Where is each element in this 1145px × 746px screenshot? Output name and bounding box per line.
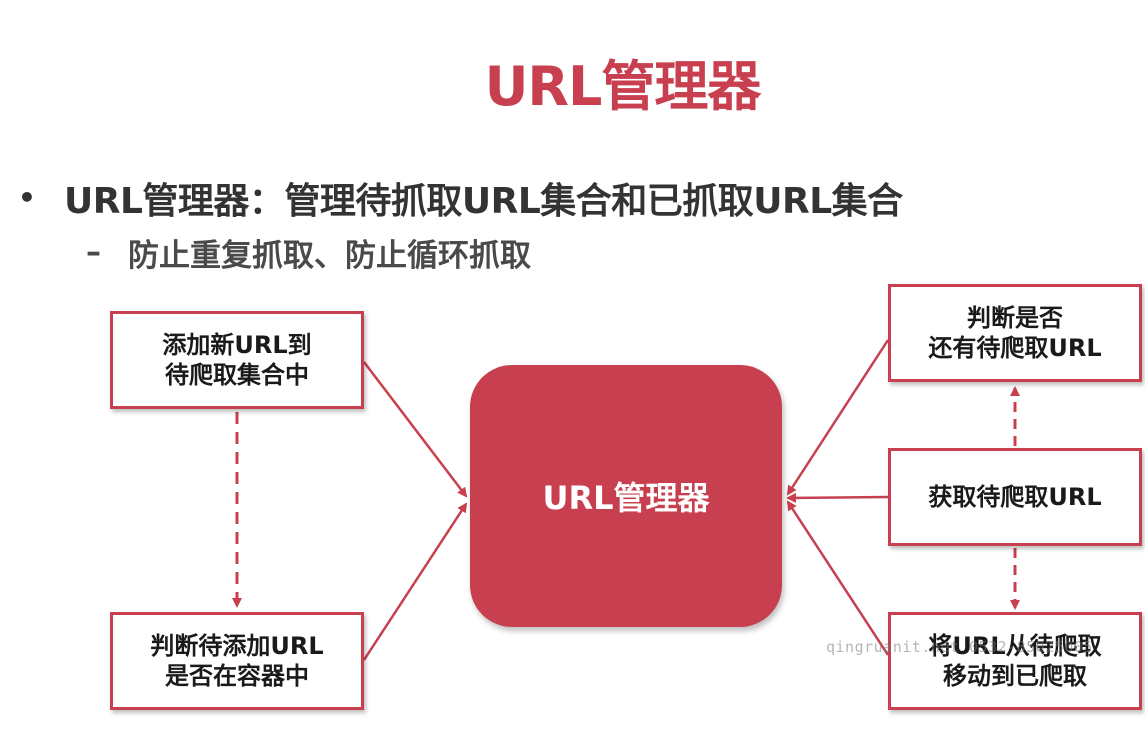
arrow-right-top-to-center <box>786 339 890 496</box>
bullet-item: • URL管理器：管理待抓取URL集合和已抓取URL集合 <box>18 172 903 224</box>
arrow-left-top-to-center <box>363 361 468 498</box>
box-line: 还有待爬取URL <box>928 334 1102 362</box>
box-line: 移动到已爬取 <box>943 662 1087 690</box>
box-line: 待爬取集合中 <box>165 361 309 389</box>
sub-bullet-item: – 防止重复抓取、防止循环抓取 <box>86 230 531 275</box>
arrow-right-middle-to-center <box>786 492 889 503</box>
watermark-text: qingruanit.net 0532-85025005 <box>826 638 1093 656</box>
slide-title: URL管理器 <box>484 55 762 118</box>
box-line: 判断待添加URL <box>150 632 324 660</box>
box-line: 判断是否 <box>967 304 1063 332</box>
box-get-pending-url: 获取待爬取URL <box>888 448 1142 546</box>
bullet-text: URL管理器：管理待抓取URL集合和已抓取URL集合 <box>64 181 903 222</box>
box-line: 添加新URL到 <box>162 331 312 359</box>
sub-bullet-text: 防止重复抓取、防止循环抓取 <box>128 238 531 274</box>
arrow-right-bottom-to-center <box>786 500 890 656</box>
box-check-url-in-container: 判断待添加URL 是否在容器中 <box>110 612 364 710</box>
box-line: 将URL从待爬取 <box>928 632 1102 660</box>
box-line: 获取待爬取URL <box>928 483 1102 511</box>
sub-bullet-marker: – <box>86 235 101 270</box>
arrow-left-bottom-to-center <box>362 502 468 661</box>
box-move-url-to-crawled: 将URL从待爬取 移动到已爬取 <box>888 612 1142 710</box>
center-url-manager: URL管理器 <box>470 365 782 627</box>
box-line: 是否在容器中 <box>165 662 309 690</box>
box-add-new-url: 添加新URL到 待爬取集合中 <box>110 311 364 409</box>
box-has-pending-url: 判断是否 还有待爬取URL <box>888 284 1142 382</box>
bullet-marker: • <box>18 181 36 214</box>
